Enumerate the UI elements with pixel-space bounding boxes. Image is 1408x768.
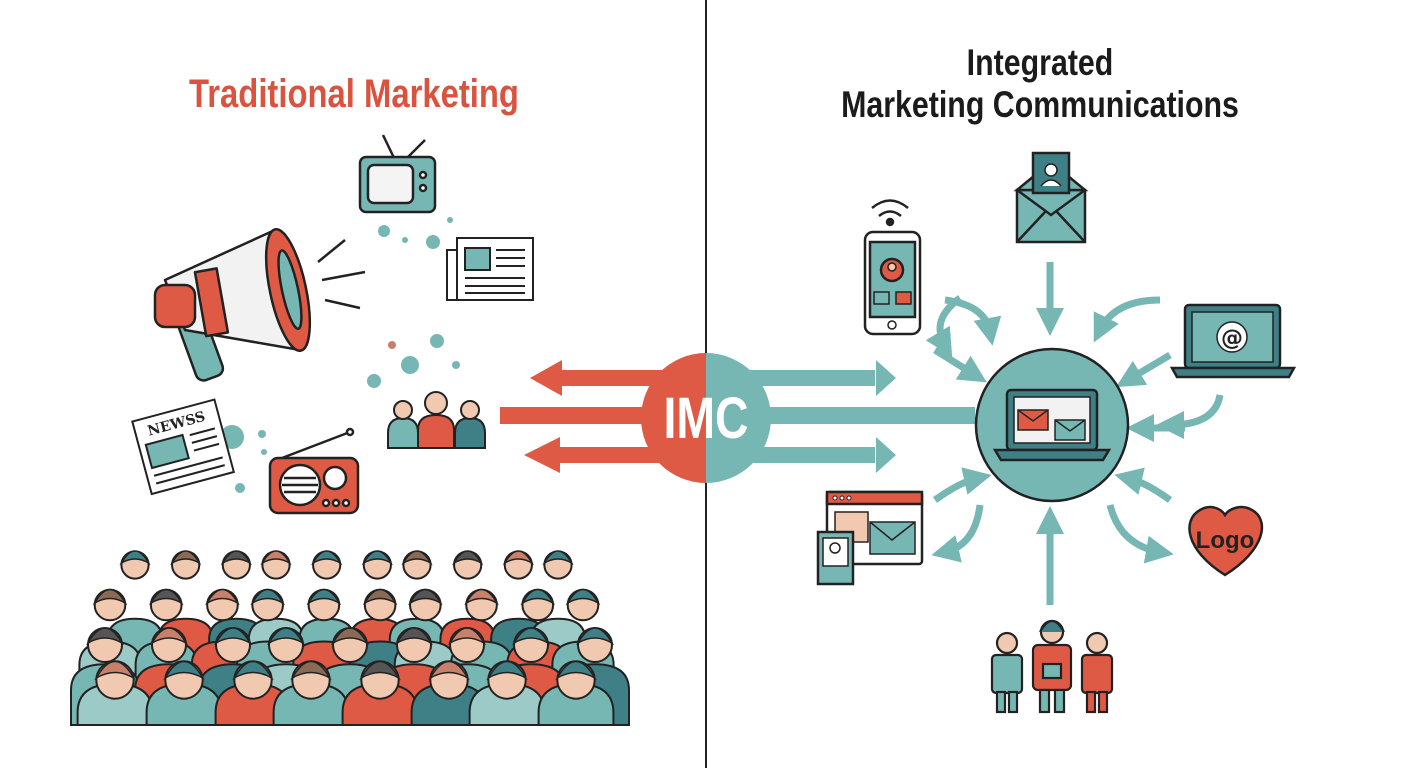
tv-icon bbox=[358, 134, 437, 214]
right-title-line2: Marketing Communications bbox=[841, 84, 1239, 125]
crowd-icon bbox=[70, 550, 630, 726]
crowd-person bbox=[145, 660, 223, 726]
right-title: Integrated Marketing Communications bbox=[794, 42, 1286, 126]
hub-arrows bbox=[925, 262, 1224, 605]
left-title: Traditional Marketing bbox=[189, 72, 519, 116]
group-icon bbox=[387, 391, 486, 449]
right-title-line1: Integrated bbox=[966, 42, 1114, 83]
laptop-icon: @ bbox=[1169, 303, 1297, 379]
newspaper-icon bbox=[446, 237, 534, 301]
left-arrows bbox=[500, 360, 680, 473]
megaphone-icon bbox=[153, 227, 366, 382]
crowd-person bbox=[468, 660, 546, 726]
crowd-person bbox=[272, 660, 350, 726]
team-icon bbox=[990, 619, 1114, 714]
imc-circle bbox=[641, 353, 771, 483]
logo-heart-icon: Logo bbox=[1188, 505, 1264, 577]
crowd-person bbox=[341, 660, 419, 726]
hub-laptop-icon bbox=[974, 347, 1130, 503]
laptop-at-symbol: @ bbox=[1221, 326, 1243, 351]
envelope-icon bbox=[1013, 151, 1089, 244]
logo-text: Logo bbox=[1196, 527, 1255, 554]
imc-label: IMC bbox=[663, 386, 749, 451]
radio-icon bbox=[268, 427, 360, 515]
crowd-person bbox=[76, 660, 154, 726]
newspaper-news-icon: NEWSS bbox=[131, 398, 236, 496]
right-arrows bbox=[740, 360, 975, 473]
crowd-person bbox=[537, 660, 615, 726]
browser-window-icon bbox=[816, 490, 924, 586]
crowd-person bbox=[214, 660, 292, 726]
smartphone-icon bbox=[863, 199, 922, 336]
